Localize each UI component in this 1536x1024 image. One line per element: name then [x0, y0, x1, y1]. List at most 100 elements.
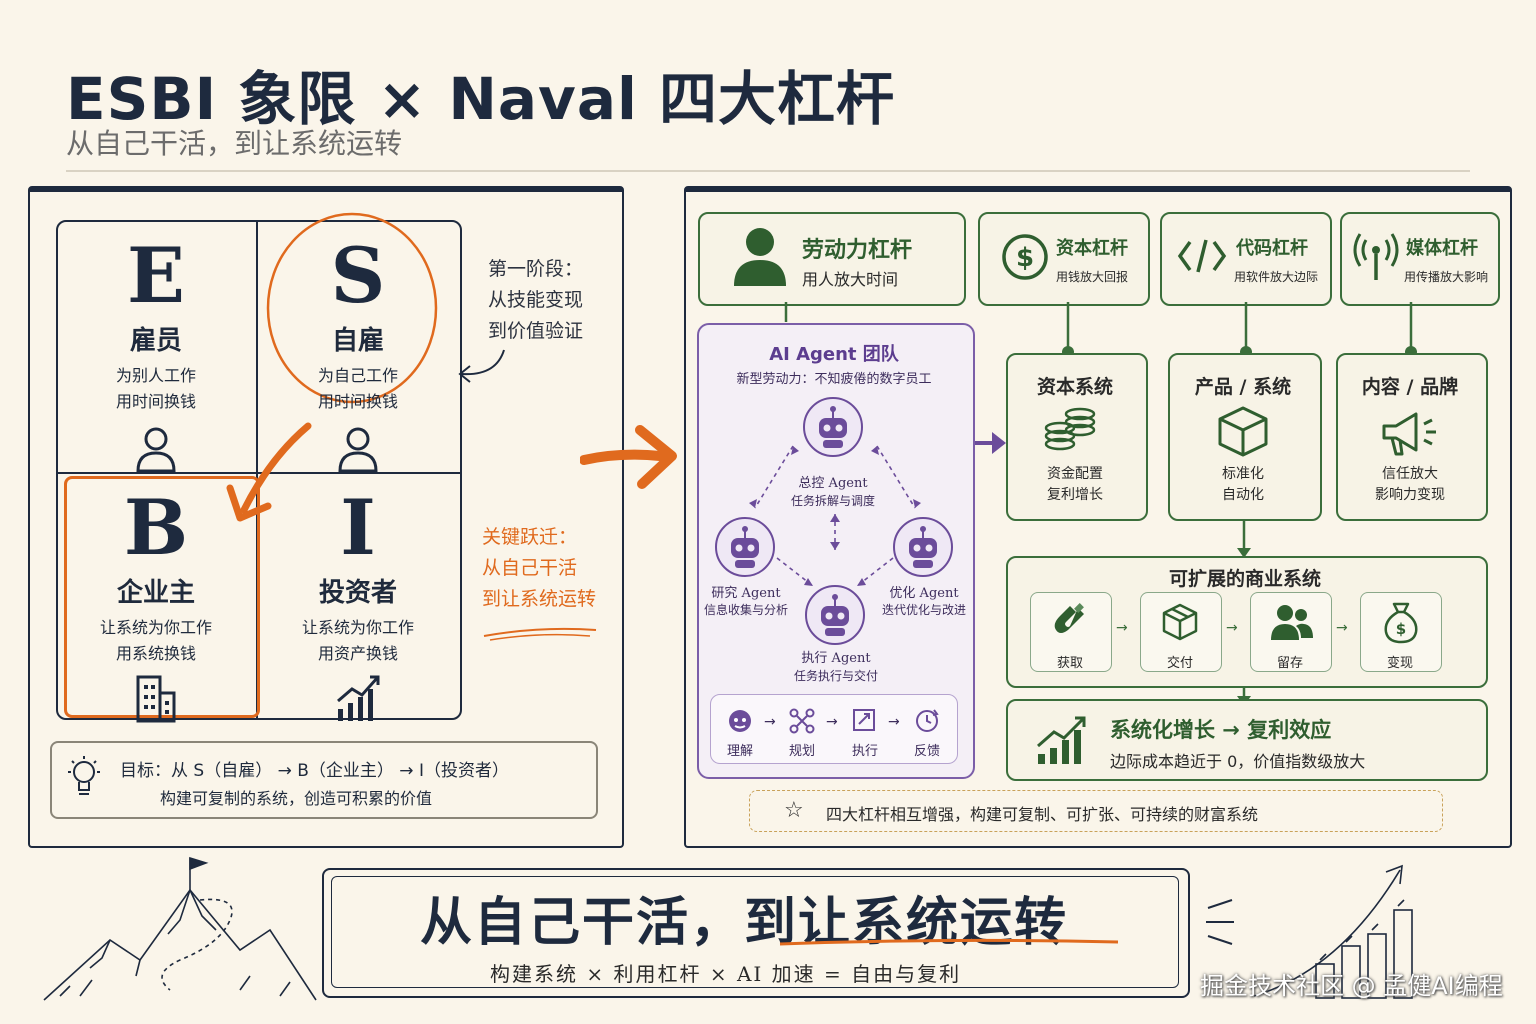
leap-underline [483, 627, 597, 641]
goal-text: 目标：从 S（自雇） → B（企业主） → I（投资者） [120, 761, 509, 781]
quadrant-letter: I [340, 483, 376, 572]
person-icon [136, 427, 176, 473]
labor-lever-card [698, 212, 966, 306]
flow-step-monetize [1360, 592, 1442, 672]
agent-role: 信息收集与分析 [703, 603, 788, 617]
growth-chart-icon [337, 675, 380, 721]
note-arrow [458, 349, 505, 383]
page-subtitle: 从自己干活，到让系统运转 [66, 127, 403, 160]
product-system-card [1168, 353, 1322, 521]
note-line: 到价值验证 [488, 320, 584, 342]
coins-icon [1044, 407, 1096, 451]
execute-icon [853, 709, 875, 731]
bottom-banner [322, 868, 1190, 998]
bottom-banner-inner [331, 876, 1179, 988]
understand-icon [729, 710, 751, 732]
system-title: 资本系统 [1036, 376, 1113, 398]
note-line: 从技能变现 [488, 289, 584, 311]
quadrant-role: 企业主 [116, 578, 195, 608]
quadrant-b: B 企业主 让系统为你工作用系统换钱 [56, 488, 256, 727]
panel-arrow [580, 425, 677, 489]
lever-title: 资本杠杆 [1056, 238, 1128, 259]
megaphone-icon [1382, 412, 1436, 456]
quadrant-letter: B [123, 483, 189, 572]
users-icon [1271, 605, 1313, 640]
growth-card [1006, 699, 1488, 781]
note-line: 关键跃迁： [482, 526, 578, 548]
highlight-box-b [64, 476, 260, 718]
loop-arrow: → [764, 714, 776, 730]
cube-icon [1218, 406, 1268, 457]
quadrant-desc: 为自己工作 [317, 366, 398, 385]
transition-arrow [226, 422, 312, 522]
loop-step: 规划 [788, 744, 815, 759]
flow-label: 获取 [1056, 656, 1083, 671]
system-desc-line: 标准化 [1222, 466, 1264, 482]
page-title: ESBI 象限 × Naval 四大杠杆 [66, 65, 896, 133]
magnet-icon [1054, 603, 1084, 633]
agent-name: 研究 Agent [711, 586, 781, 601]
grid-divider-v [256, 220, 258, 718]
quadrant-desc: 用时间换钱 [317, 392, 398, 411]
growth-chart-icon [1037, 716, 1086, 764]
star-icon: ☆ [784, 798, 804, 823]
agent-name: 总控 Agent [798, 476, 868, 491]
capital-system-card [1006, 353, 1148, 521]
lightbulb-icon [68, 756, 100, 795]
flow-arrow: → [1116, 620, 1128, 636]
lever-subtitle: 用钱放大回报 [1056, 270, 1129, 284]
svg-text:$: $ [1016, 243, 1034, 273]
lever-subtitle: 用人放大时间 [802, 270, 899, 289]
flow-label: 交付 [1166, 656, 1193, 671]
system-desc: 标准化自动化 [1168, 464, 1318, 506]
business-title: 可扩展的商业系统 [1168, 568, 1321, 590]
robot-icon [803, 397, 863, 457]
quadrant-e: E 雇员 为别人工作用时间换钱 [56, 236, 256, 477]
system-desc-line: 资金配置 [1047, 466, 1103, 482]
loop-step: 理解 [726, 744, 753, 759]
flow-label: 留存 [1276, 656, 1303, 671]
robot-icon [805, 585, 865, 645]
lever-title: 代码杠杆 [1236, 238, 1308, 259]
goal-box [50, 741, 598, 819]
quadrant-s: S 自雇 为自己工作用时间换钱 [258, 236, 458, 477]
quadrant-desc: 用资产换钱 [317, 644, 398, 663]
quadrant-desc: 让系统为你工作 [301, 618, 414, 637]
content-brand-card [1336, 353, 1488, 521]
leap-note: 关键跃迁： 从自己干活 到让系统运转 [482, 522, 596, 615]
ai-team-subtitle: 新型劳动力：不知疲倦的数字员工 [736, 372, 932, 387]
agent-role: 迭代优化与改进 [881, 603, 966, 617]
system-desc-line: 复利增长 [1047, 487, 1103, 503]
loop-arrow: → [826, 714, 838, 730]
banner-subtitle: 构建系统 × 利用杠杆 × AI 加速 = 自由与复利 [490, 962, 962, 986]
note-line: 从自己干活 [482, 557, 578, 579]
quadrant-i: I 投资者 让系统为你工作用资产换钱 [258, 488, 458, 727]
loop-arrow: → [888, 714, 900, 730]
lever-title: 劳动力杠杆 [802, 238, 913, 263]
lever-subtitle: 用软件放大边际 [1234, 270, 1319, 284]
capital-lever-card [978, 212, 1150, 306]
robot-icon [715, 517, 775, 577]
money-bag-icon: $ [1384, 602, 1418, 644]
note-line: 第一阶段： [488, 258, 584, 280]
system-desc-line: 信任放大 [1382, 466, 1438, 482]
person-icon [734, 228, 786, 286]
system-desc: 信任放大影响力变现 [1336, 464, 1484, 506]
plan-icon [789, 708, 815, 734]
broadcast-icon [1353, 233, 1399, 280]
goal-subtext: 构建可复制的系统，创造可积累的价值 [160, 789, 433, 808]
flow-label: 变现 [1386, 656, 1413, 671]
sketch-marks-right [1206, 899, 1234, 945]
growth-subtitle: 边际成本趋近于 0，价值指数级放大 [1110, 752, 1366, 771]
agent-network [749, 445, 921, 587]
header-divider [66, 170, 1470, 172]
code-lever-card [1160, 212, 1332, 306]
system-desc-line: 影响力变现 [1375, 487, 1445, 503]
system-title: 内容 / 品牌 [1361, 376, 1459, 398]
watermark: 掘金技术社区 @ 孟健AI编程 [1200, 972, 1503, 1000]
footer-note-box [749, 790, 1443, 832]
code-icon [1177, 239, 1227, 273]
system-desc-line: 自动化 [1222, 487, 1264, 503]
lever-subtitle: 用传播放大影响 [1404, 270, 1489, 284]
quadrant-desc: 用系统换钱 [115, 644, 196, 663]
